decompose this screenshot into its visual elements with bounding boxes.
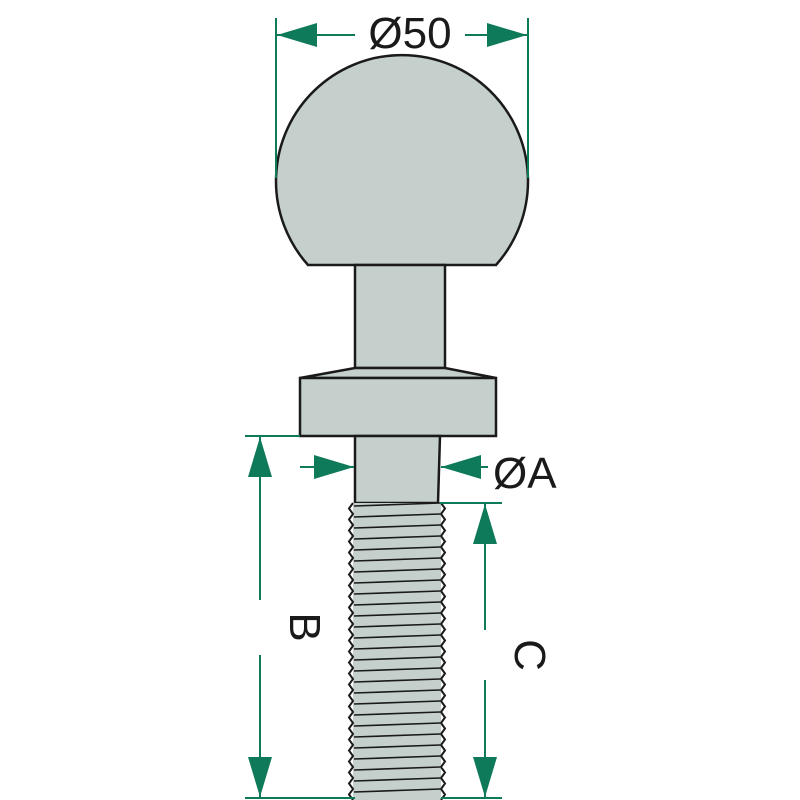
thread-crest bbox=[353, 722, 441, 727]
thread-length-label: C bbox=[505, 639, 554, 671]
ball-diameter-label: Ø50 bbox=[368, 9, 451, 58]
thread-profile-left bbox=[347, 502, 355, 800]
thread-crest bbox=[353, 678, 441, 683]
shank bbox=[353, 434, 442, 505]
collar-chamfer bbox=[299, 366, 497, 380]
thread-crest bbox=[353, 601, 441, 606]
thread-crest bbox=[353, 535, 441, 540]
thread-crest bbox=[353, 733, 441, 738]
thread-crest bbox=[353, 557, 441, 562]
thread-crest bbox=[353, 634, 441, 639]
thread-crest bbox=[353, 645, 441, 650]
thread-crest bbox=[353, 711, 441, 716]
thread-crest bbox=[353, 755, 441, 760]
thread-crest bbox=[353, 766, 441, 771]
thread-crest bbox=[353, 579, 441, 584]
thread-crest bbox=[353, 700, 441, 705]
thread-crest bbox=[353, 744, 441, 749]
thread-crest bbox=[353, 656, 441, 661]
thread-profile-right bbox=[439, 502, 447, 800]
neck bbox=[353, 263, 447, 370]
thread-crest bbox=[353, 513, 441, 518]
thread-crest bbox=[353, 667, 441, 672]
thread-crest bbox=[353, 777, 441, 782]
thread-crest bbox=[353, 568, 441, 573]
thread bbox=[353, 503, 441, 800]
thread-crest bbox=[353, 623, 441, 628]
thread-crest bbox=[353, 590, 441, 595]
thread-crest bbox=[353, 524, 441, 529]
thread-crest bbox=[353, 788, 441, 793]
thread-crest bbox=[353, 502, 441, 507]
shank-diameter-label: ØA bbox=[493, 449, 557, 498]
thread-lines bbox=[347, 502, 447, 800]
total-length-label: B bbox=[280, 612, 329, 641]
thread-crest bbox=[353, 546, 441, 551]
thread-crest bbox=[353, 689, 441, 694]
collar bbox=[298, 376, 498, 438]
thread-crest bbox=[353, 612, 441, 617]
ball-head bbox=[274, 53, 530, 267]
